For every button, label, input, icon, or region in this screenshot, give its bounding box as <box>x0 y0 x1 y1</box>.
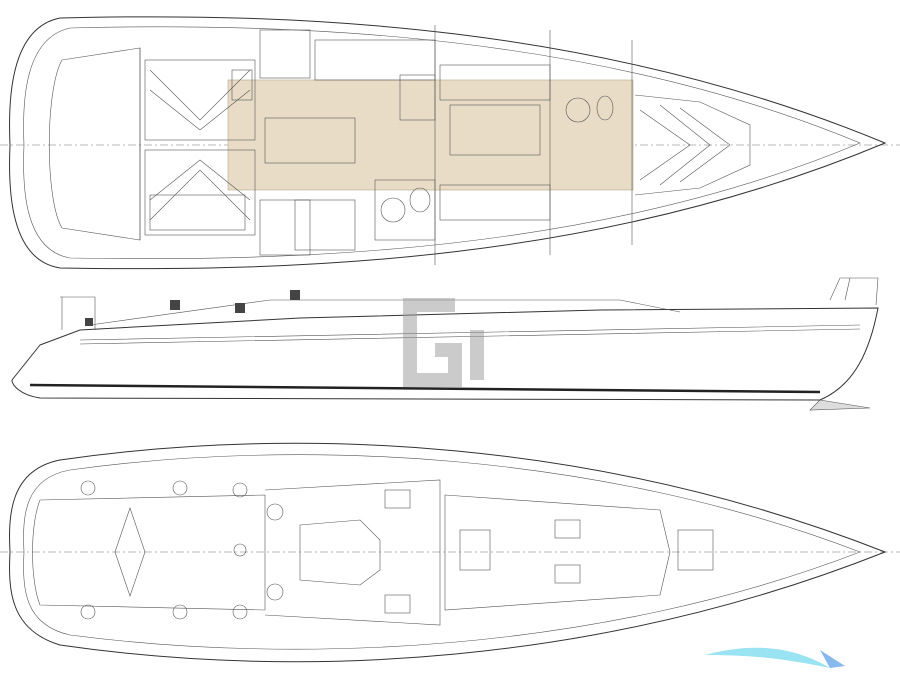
deck-outline <box>9 442 887 663</box>
cabin-floor <box>227 79 634 191</box>
brand-logo <box>705 647 845 668</box>
interior-layout-view <box>0 16 900 270</box>
deck-plan-view <box>0 442 900 663</box>
hull-outline <box>9 16 887 270</box>
hull-profile <box>11 307 879 401</box>
watermark-logo <box>403 298 484 387</box>
